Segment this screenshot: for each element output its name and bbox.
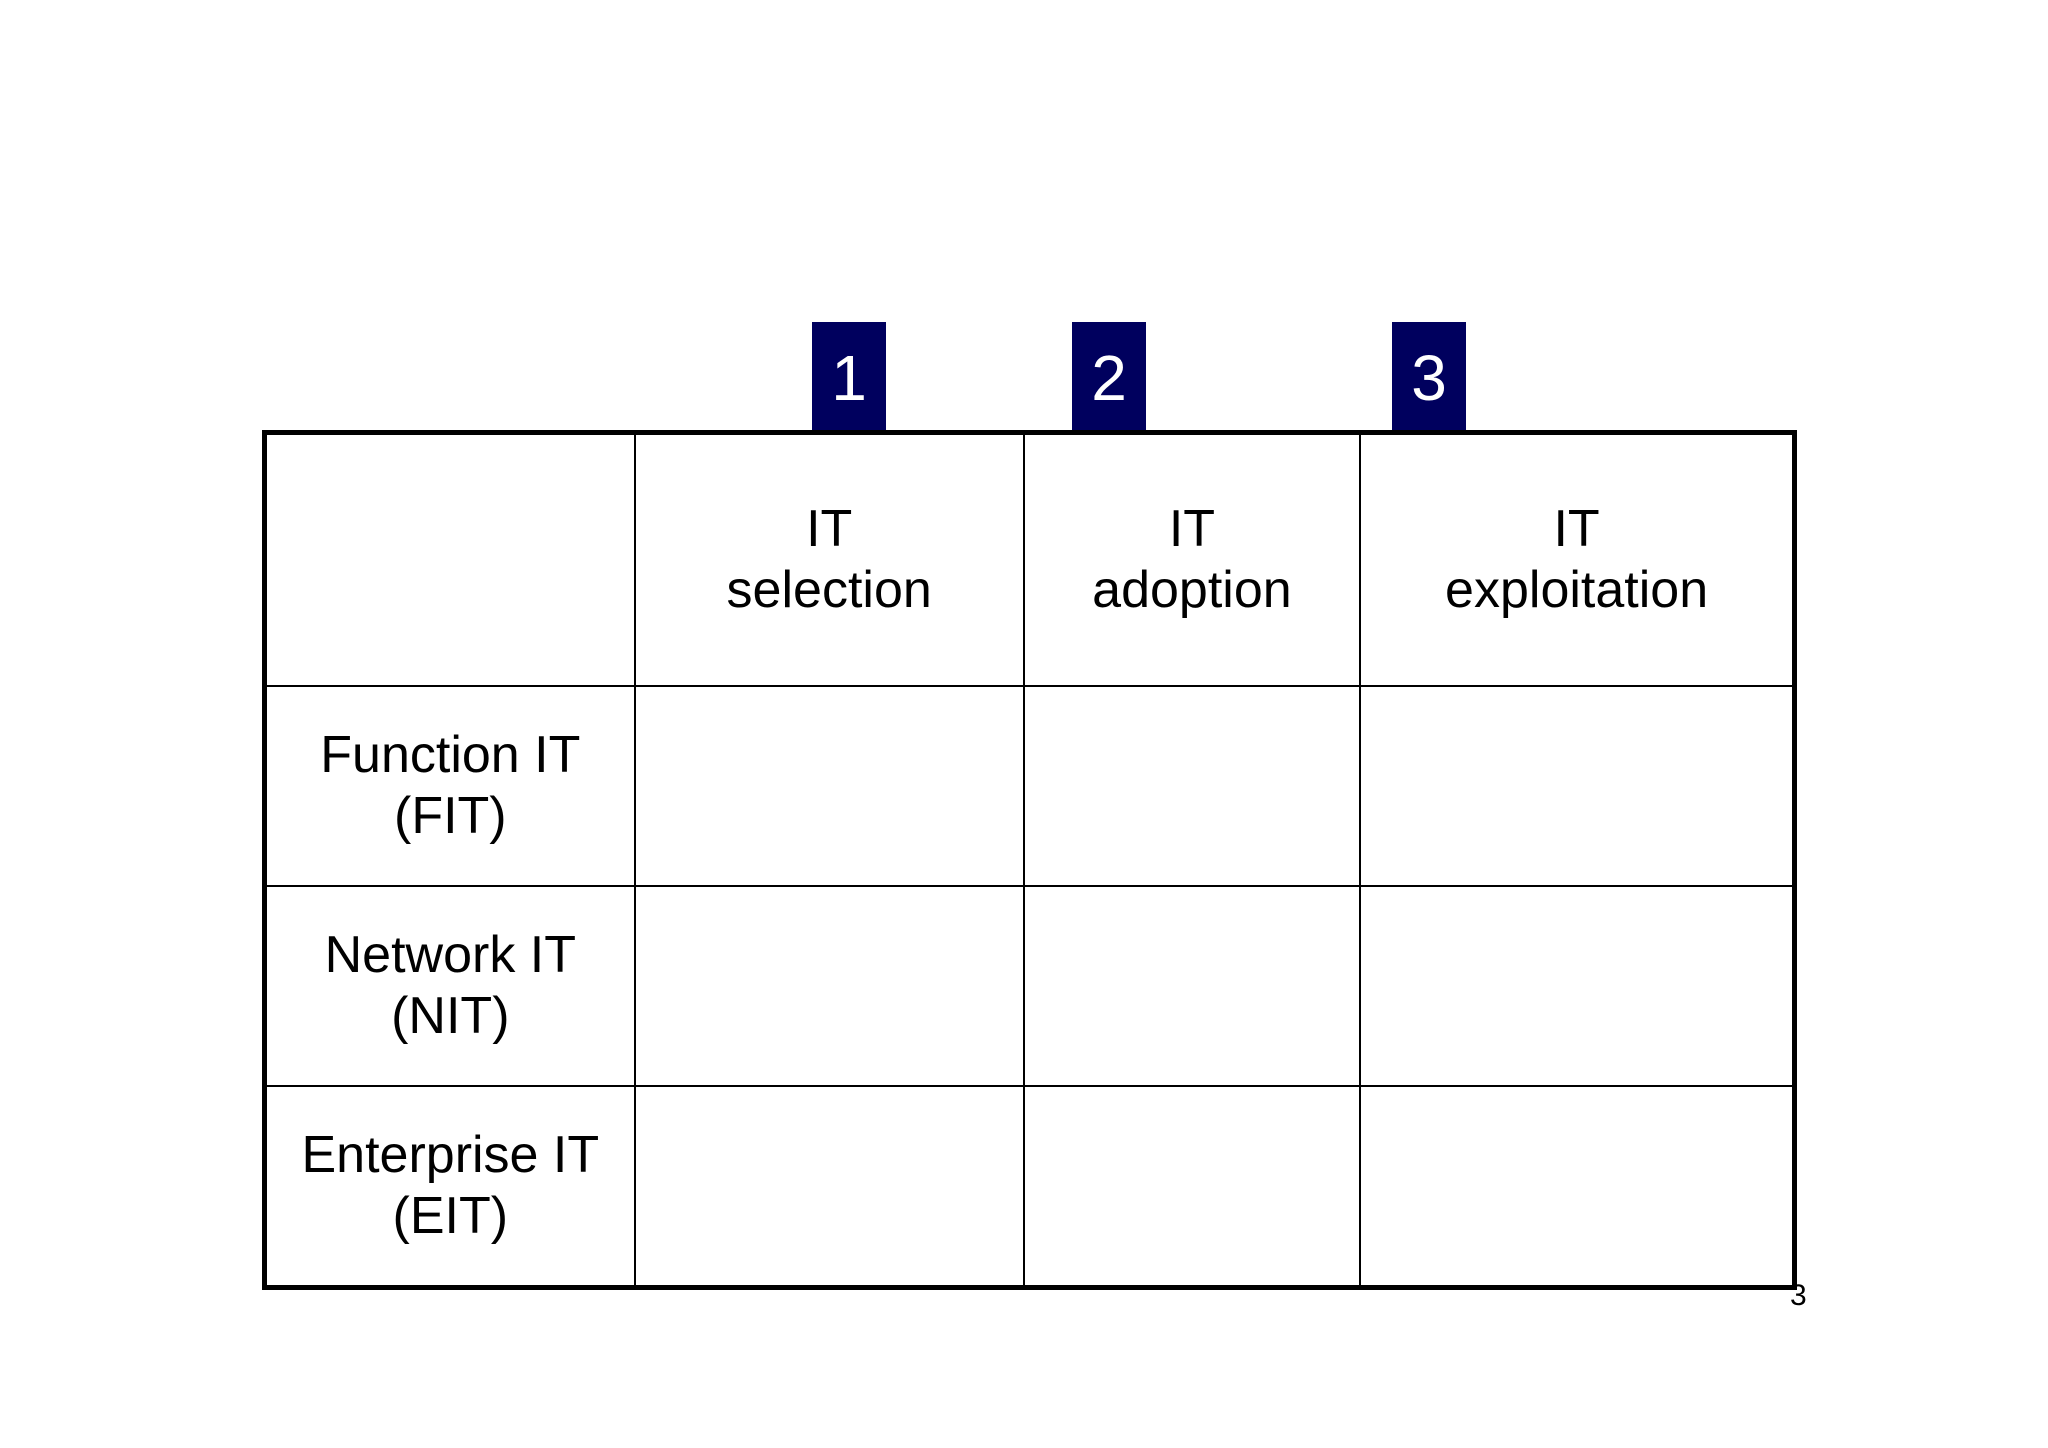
cell-fit-selection[interactable]	[633, 685, 1025, 887]
row-header-function-it-line1: Function IT	[320, 725, 581, 784]
cell-nit-selection[interactable]	[633, 885, 1025, 1087]
step-tab-2[interactable]: 2	[1072, 322, 1146, 434]
column-header-it-exploitation-line2: exploitation	[1445, 561, 1709, 619]
row-header-enterprise-it-line2: (EIT)	[392, 1187, 509, 1245]
step-tab-3-label: 3	[1411, 342, 1447, 414]
table-row-function-it: Function IT (FIT)	[261, 685, 1798, 887]
cell-eit-exploitation[interactable]	[1359, 1085, 1798, 1290]
row-header-function-it: Function IT (FIT)	[261, 685, 636, 887]
step-tab-2-label: 2	[1091, 342, 1127, 414]
cell-fit-exploitation[interactable]	[1359, 685, 1798, 887]
it-matrix-table: IT selection IT adoption IT exploitation…	[261, 430, 1798, 1290]
row-header-function-it-line2: (FIT)	[394, 787, 507, 845]
step-tab-3[interactable]: 3	[1392, 322, 1466, 434]
row-header-network-it: Network IT (NIT)	[261, 885, 636, 1087]
row-header-network-it-line1: Network IT	[324, 925, 576, 984]
column-header-it-selection: IT selection	[633, 430, 1025, 687]
table-row-network-it: Network IT (NIT)	[261, 885, 1798, 1087]
column-header-it-adoption-line1: IT	[1168, 499, 1216, 558]
cell-eit-adoption[interactable]	[1022, 1085, 1362, 1290]
column-header-it-adoption-line2: adoption	[1092, 561, 1292, 619]
row-header-enterprise-it: Enterprise IT (EIT)	[261, 1085, 636, 1290]
row-header-enterprise-it-line1: Enterprise IT	[301, 1125, 600, 1184]
column-header-it-selection-line1: IT	[806, 499, 853, 558]
cell-nit-exploitation[interactable]	[1359, 885, 1798, 1087]
table-corner-cell	[261, 430, 636, 687]
column-header-it-exploitation-line1: IT	[1553, 499, 1600, 558]
row-header-network-it-line2: (NIT)	[391, 987, 510, 1045]
column-header-it-selection-line2: selection	[726, 561, 932, 619]
column-header-it-adoption: IT adoption	[1022, 430, 1362, 687]
cell-fit-adoption[interactable]	[1022, 685, 1362, 887]
table-header-row: IT selection IT adoption IT exploitation	[261, 430, 1798, 687]
cell-nit-adoption[interactable]	[1022, 885, 1362, 1087]
step-tab-1-label: 1	[831, 342, 867, 414]
cell-eit-selection[interactable]	[633, 1085, 1025, 1290]
step-tab-1[interactable]: 1	[812, 322, 886, 434]
column-header-it-exploitation: IT exploitation	[1359, 430, 1798, 687]
table-row-enterprise-it: Enterprise IT (EIT)	[261, 1085, 1798, 1290]
